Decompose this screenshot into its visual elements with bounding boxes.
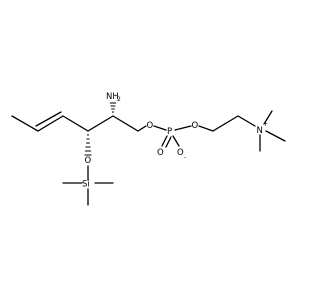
backbone-bond-c2-c1 [112,115,139,132]
o-ch2-bond [198,125,214,132]
ch2-n-bond [237,115,256,127]
methyl-bond [11,115,39,132]
structure-canvas: O Si NH 2 O P O O - O N + [11,92,286,206]
hashed-wedge-c3-o [84,134,92,156]
atom-label-ether-oxygen: O [85,156,92,166]
n-methyl-up-bond [263,110,273,125]
n-methyl-right-bond [265,130,286,142]
atom-label-ester-oxygen-1: O [147,121,154,131]
atom-label-amine-h-count: 2 [117,96,121,103]
backbone-bond-c3-c2 [87,115,114,132]
cation-charge: + [263,121,268,128]
c1-o-bond [137,125,147,132]
p-o-anion-bond [172,135,180,147]
atom-label-phosphorus: P [167,127,172,137]
allyl-bond [62,115,89,132]
atom-label-amine-nitrogen: NH [106,92,119,102]
atom-label-phosphoryl-oxygen: O [157,148,164,158]
o-p-bond [153,125,167,131]
ch2-ch2-bond [212,115,239,132]
molecule-diagram: O Si NH 2 O P O O - O N + [11,92,286,206]
p-o-double-bond-1 [161,135,168,147]
atom-label-ester-oxygen-2: O [192,121,199,131]
anion-charge: - [184,154,186,161]
atom-label-silicon: Si [82,180,90,190]
p-o-double-bond-2 [165,136,172,148]
atom-label-anionic-oxygen: O [177,148,184,158]
p-o-ester-bond [174,125,192,131]
alkene-bond [37,115,64,132]
hashed-wedge-c2-n [109,102,117,113]
alkene-double-bond [35,111,62,127]
atom-label-ammonium-nitrogen: N [257,126,263,136]
